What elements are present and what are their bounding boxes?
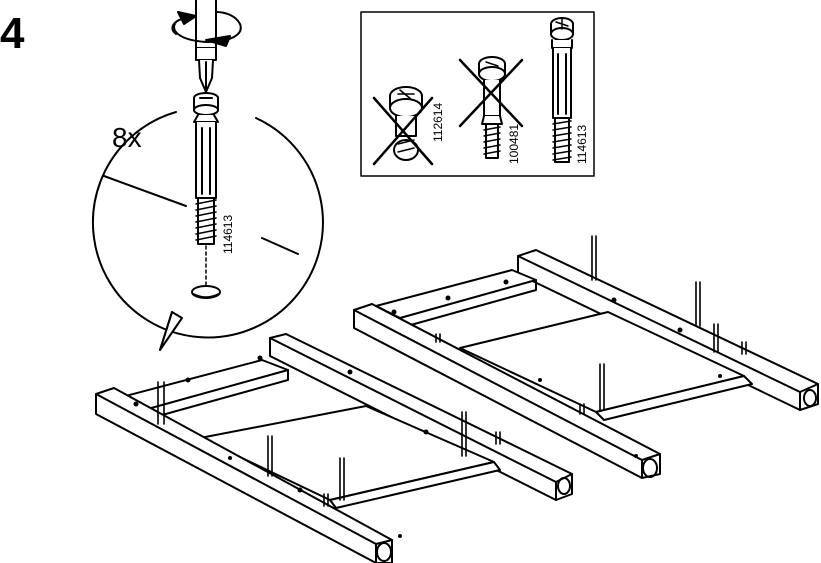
left-frame [96,334,572,563]
inset-part-number-1: 112614 [431,103,445,142]
screwdriver-icon [196,0,216,92]
wrong-part-100481 [479,57,505,158]
cam-stud-114613 [194,93,218,288]
correct-part-114613 [551,18,573,162]
inset-part-number-2: 100481 [507,124,521,164]
callout-part-number: 114613 [221,215,235,254]
inset-part-number-3: 114613 [575,125,589,164]
